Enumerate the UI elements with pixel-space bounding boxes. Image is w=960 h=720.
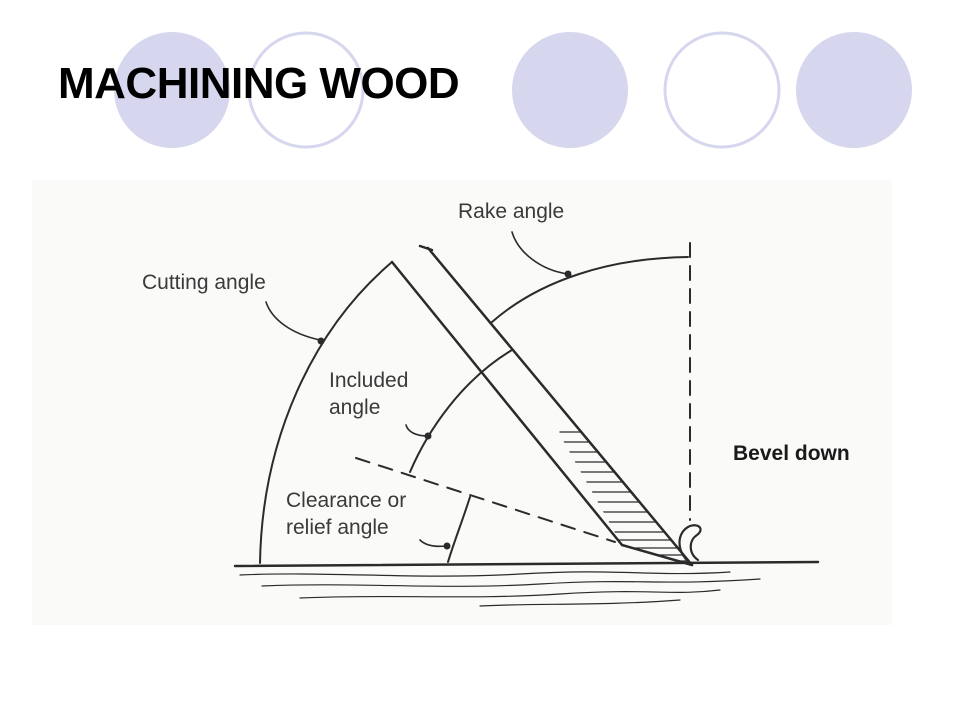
- workpiece-surface: [233, 560, 820, 568]
- clearance-angle-marker: [443, 542, 451, 550]
- deco-circle-filled: [512, 32, 628, 148]
- clearance-reference-line: [355, 457, 616, 543]
- cutting-angle-marker: [317, 337, 325, 345]
- rake-angle-marker: [564, 270, 572, 278]
- clearance-angle-label-line1: Clearance or: [286, 489, 406, 512]
- bevel-down-label: Bevel down: [733, 442, 850, 465]
- included-angle-label-line2: angle: [329, 396, 380, 419]
- slide-title: MACHINING WOOD: [58, 59, 460, 108]
- figure-background: [32, 180, 892, 625]
- deco-circle-filled: [796, 32, 912, 148]
- deco-circle-ring: [247, 31, 365, 149]
- blade-top-edge: [418, 244, 434, 252]
- cutting-angle-label: Cutting angle: [142, 271, 266, 294]
- clearance-angle-label-line2: relief angle: [286, 516, 389, 539]
- blade-back-edge: [390, 260, 624, 547]
- included-angle-leader: [405, 424, 429, 437]
- included-angle-label-line1: Included: [329, 369, 408, 392]
- wood-grain-line: [261, 578, 761, 587]
- wood-shaving: [678, 524, 702, 565]
- included-angle-marker: [424, 432, 432, 440]
- rake-angle-leader: [511, 231, 569, 275]
- cutting-angle-leader: [265, 301, 321, 341]
- bevel-hatching: [559, 431, 692, 562]
- included-angle-arc: [409, 349, 513, 473]
- blade-face-edge: [426, 246, 694, 567]
- clearance-angle-leader: [419, 539, 447, 548]
- deco-circle-filled: [114, 32, 230, 148]
- wood-grain-line: [299, 589, 721, 599]
- wood-grain-line: [239, 571, 731, 577]
- wood-grain-line: [479, 599, 681, 607]
- rake-angle-label: Rake angle: [458, 200, 564, 223]
- deco-circle-ring: [663, 31, 781, 149]
- cutting-angle-arc: [259, 261, 393, 564]
- clearance-angle-arc: [447, 496, 471, 563]
- rake-angle-arc: [491, 256, 689, 323]
- header-decoration: [114, 31, 912, 149]
